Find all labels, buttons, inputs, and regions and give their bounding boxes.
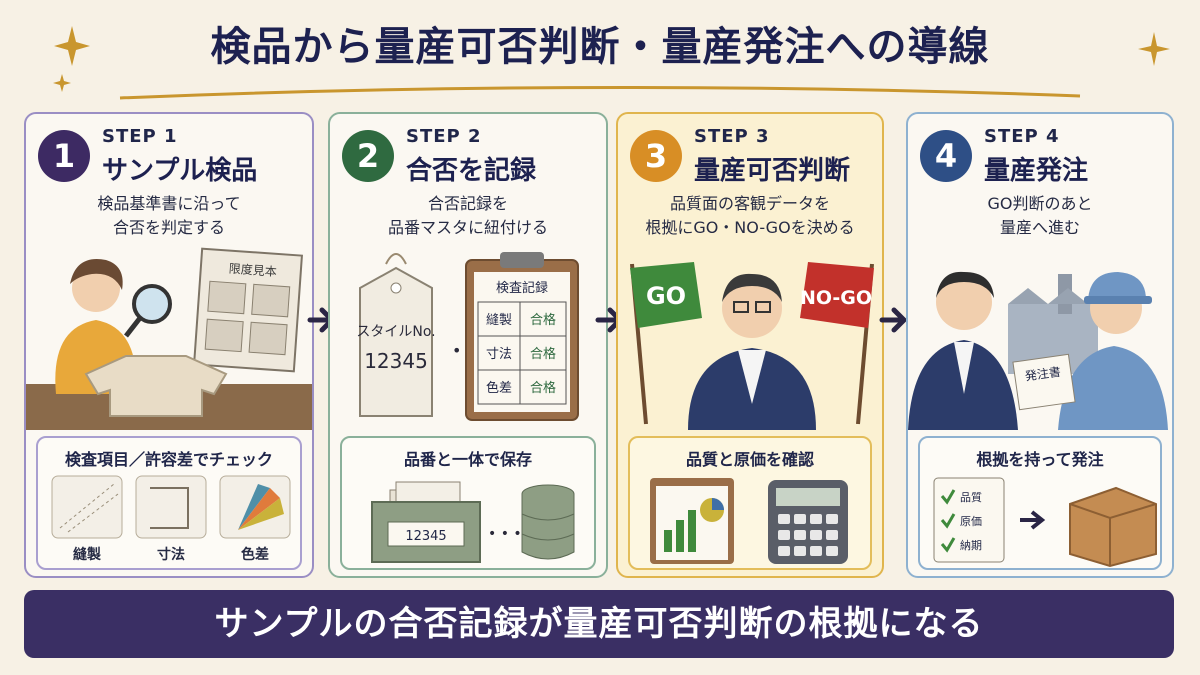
order-art: 品質 原価 納期 (920, 474, 1160, 568)
record-result: 合格 (530, 380, 556, 396)
step-card-3: 3 STEP 3 量産可否判断 品質面の客観データを 根拠にGO・NO-GOを決… (616, 112, 884, 578)
title-underline (119, 85, 1081, 100)
storage-art: 12345 • • • • (342, 474, 594, 568)
desc-line: 品番マスタに紐付ける (387, 218, 548, 237)
order-illustration: 発注書 (908, 244, 1172, 430)
tag-and-clipboard-icon: スタイルNo. 12345 • • • • 検査記録 縫製 合格 寸法 合格 色… (356, 252, 579, 421)
step-description: 合否記録を 品番マスタに紐付ける (330, 192, 606, 240)
check-items: 縫製 寸法 色差 (38, 474, 300, 568)
desc-line: GO判断のあと (987, 194, 1093, 213)
step-label: STEP 1 (102, 126, 178, 147)
step-card-1: 1 STEP 1 サンプル検品 検品基準書に沿って 合否を判定する 限度見本 (24, 112, 314, 578)
panel-title: 品番と一体で保存 (403, 450, 532, 469)
desc-line: 品質面の客観データを (669, 194, 830, 213)
checklist-item: 品質 (960, 490, 982, 504)
tag-line: 12345 (364, 349, 428, 373)
step-card-2: 2 STEP 2 合否を記録 合否記録を 品番マスタに紐付ける スタイルNo. … (328, 112, 608, 578)
panel-title: 検査項目／許容差でチェック (64, 450, 273, 469)
step-description: 検品基準書に沿って 合否を判定する (26, 192, 312, 240)
record-item: 縫製 (486, 313, 512, 328)
step-number-badge: 1 (38, 130, 90, 182)
decision-maker-icon: GO NO-GO (630, 262, 874, 430)
inspection-scene-icon: 限度見本 (26, 247, 312, 430)
order-document-label: 発注書 (1024, 364, 1062, 384)
step-label: STEP 2 (406, 126, 482, 147)
desc-line: 検品基準書に沿って (97, 194, 241, 213)
box-label: 12345 (405, 529, 446, 544)
record-item: 色差 (486, 380, 512, 396)
panel-title: 根拠を持って発注 (976, 450, 1104, 469)
desc-line: 合否記録を (427, 194, 508, 213)
checklist-item: 納期 (960, 539, 982, 552)
decision-illustration: GO NO-GO (618, 244, 882, 430)
confirm-art (630, 474, 870, 568)
clipboard-title: 検査記録 (496, 280, 548, 296)
page-title: 検品から量産可否判断・量産発注への導線 (210, 24, 990, 70)
desc-line: 合否を判定する (112, 218, 225, 237)
limit-sample-label: 限度見本 (228, 261, 277, 279)
record-result: 合格 (530, 346, 556, 362)
step-name: 合否を記録 (406, 156, 537, 186)
step-description: 品質面の客観データを 根拠にGO・NO-GOを決める (618, 192, 882, 240)
checklist-and-box-icon: 品質 原価 納期 (933, 477, 1157, 568)
record-illustration: スタイルNo. 12345 • • • • 検査記録 縫製 合格 寸法 合格 色… (330, 244, 606, 430)
nogo-flag-label: NO-GO (800, 287, 872, 309)
arrow-right-icon (879, 307, 908, 333)
order-panel: 根拠を持って発注 品質 原価 納期 (918, 436, 1162, 570)
desc-line: 量産へ進む (999, 218, 1080, 237)
check-tiles (51, 475, 291, 539)
tile-label: 色差 (241, 547, 269, 563)
panel-title: 品質と原価を確認 (685, 450, 814, 469)
step-name: サンプル検品 (102, 156, 258, 186)
file-box-and-database-icon: 12345 • • • • (371, 481, 575, 563)
confirm-panel: 品質と原価を確認 (628, 436, 872, 570)
sparkle-icon (1138, 32, 1170, 66)
summary-banner: サンプルの合否記録が量産可否判断の根拠になる (24, 590, 1174, 658)
storage-panel: 品番と一体で保存 12345 • • • • (340, 436, 596, 570)
record-item: 寸法 (486, 347, 512, 362)
step-name: 量産発注 (984, 156, 1089, 186)
chart-and-calculator-icon (650, 478, 848, 564)
step-number-badge: 2 (342, 130, 394, 182)
sparkle-icon (53, 26, 90, 92)
step-number-badge: 4 (920, 130, 972, 182)
go-flag-label: GO (646, 282, 686, 310)
step-label: STEP 4 (984, 126, 1060, 147)
tag-line: スタイルNo. (356, 324, 435, 340)
step-number-badge: 3 (630, 130, 682, 182)
step-card-4: 4 STEP 4 量産発注 GO判断のあと 量産へ進む 発注書 根拠 (906, 112, 1174, 578)
check-panel: 検査項目／許容差でチェック 縫製 寸法 色差 (36, 436, 302, 570)
checklist-item: 原価 (960, 515, 982, 528)
step-description: GO判断のあと 量産へ進む (908, 192, 1172, 240)
record-result: 合格 (530, 312, 556, 328)
tile-label: 縫製 (73, 547, 101, 563)
handover-scene-icon: 発注書 (908, 271, 1168, 430)
step-name: 量産可否判断 (694, 156, 851, 186)
desc-line: 根拠にGO・NO-GOを決める (645, 218, 855, 237)
inspector-illustration: 限度見本 (26, 244, 312, 430)
tile-label: 寸法 (157, 547, 185, 563)
step-label: STEP 3 (694, 126, 770, 147)
